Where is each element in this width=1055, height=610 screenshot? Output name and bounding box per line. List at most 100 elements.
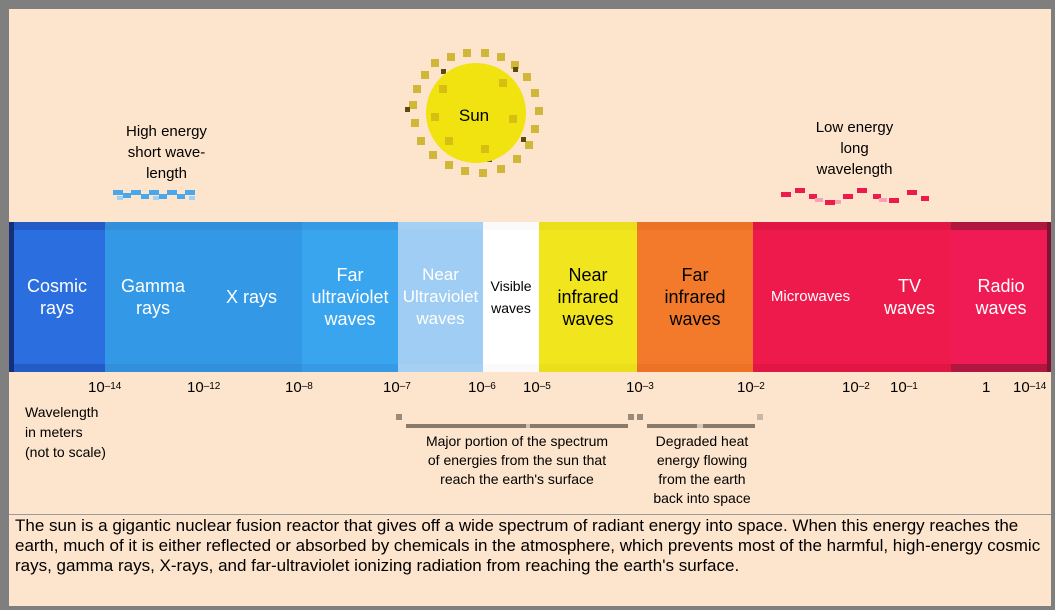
degraded-line4: back into space bbox=[653, 490, 751, 506]
band-microwaves-bottom-edge bbox=[753, 364, 868, 372]
band-far-uv-top-edge bbox=[302, 222, 398, 230]
band-cosmic-top-edge bbox=[9, 222, 105, 230]
band-label-near-ir-line: infrared bbox=[557, 287, 619, 307]
tick-label: 10–7 bbox=[383, 379, 411, 396]
tick-base: 10 bbox=[88, 379, 105, 396]
band-label-microwaves-line: Microwaves bbox=[770, 288, 851, 305]
sun-label: Sun bbox=[458, 106, 490, 125]
tick-label: 10–6 bbox=[468, 379, 496, 396]
low-energy-line3: wavelength bbox=[816, 161, 893, 178]
band-label-xray: X rays bbox=[201, 222, 302, 372]
tick-exponent: –8 bbox=[301, 381, 313, 392]
caption: The sun is a gigantic nuclear fusion rea… bbox=[15, 516, 1041, 575]
band-label-gamma-line: rays bbox=[135, 298, 170, 318]
band-label-far-ir-line: infrared bbox=[664, 287, 726, 307]
tick-exponent: –2 bbox=[858, 381, 870, 392]
band-label-near-ir-line: Near bbox=[568, 265, 608, 285]
spectrum-figure: Sun High energy short wave- length Low e… bbox=[9, 9, 1051, 606]
band-near-ir-top-edge bbox=[539, 222, 637, 230]
band-label-visible-line: Visible bbox=[490, 278, 532, 294]
tick-label: 10–2 bbox=[842, 379, 870, 396]
high-energy-line1: High energy bbox=[126, 123, 207, 140]
major-portion-bracket bbox=[396, 414, 634, 428]
tick-exponent: –3 bbox=[642, 381, 654, 392]
degraded-line2: energy flowing bbox=[656, 452, 748, 468]
tick-base: 10 bbox=[737, 379, 754, 396]
tick-label: 10–3 bbox=[626, 379, 654, 396]
wavelength-note-line3: (not to scale) bbox=[25, 444, 106, 460]
tick-base: 10 bbox=[187, 379, 204, 396]
tick-label: 10–14 bbox=[88, 379, 121, 396]
band-label-microwaves: Microwaves bbox=[753, 222, 868, 372]
band-xray-top-edge bbox=[201, 222, 302, 230]
degraded-heat-text: Degraded heat energy flowing from the ea… bbox=[641, 432, 763, 508]
band-radio-bottom-edge bbox=[951, 364, 1051, 372]
wavelength-note-line2: in meters bbox=[25, 424, 83, 440]
tick-label: 10–8 bbox=[285, 379, 313, 396]
band-microwaves-top-edge bbox=[753, 222, 868, 230]
band-label-tv-line: waves bbox=[883, 298, 936, 318]
band-visible-bottom-edge bbox=[483, 364, 539, 372]
band-tv-top-edge bbox=[868, 222, 951, 230]
tick-base: 10 bbox=[1013, 379, 1030, 396]
tick-exponent: –2 bbox=[753, 381, 765, 392]
band-label-near-uv-line: waves bbox=[416, 309, 465, 328]
band-label-xray-line: X rays bbox=[225, 287, 277, 307]
degraded-heat-bracket bbox=[637, 414, 763, 428]
band-cosmic-bottom-edge bbox=[9, 364, 105, 372]
band-label-far-uv-line: Far bbox=[336, 265, 364, 285]
tick-label: 10–14 bbox=[1013, 379, 1046, 396]
band-near-uv-bottom-edge bbox=[398, 364, 483, 372]
high-energy-line3: length bbox=[146, 165, 187, 182]
degraded-line3: from the earth bbox=[658, 471, 746, 487]
tick-base: 1 bbox=[982, 379, 991, 396]
band-near-uv-top-edge bbox=[398, 222, 483, 230]
tick-base: 10 bbox=[842, 379, 859, 396]
band-label-far-ir-line: Far bbox=[681, 265, 709, 285]
low-energy-line1: Low energy bbox=[815, 119, 894, 136]
tick-exponent: –6 bbox=[484, 381, 496, 392]
low-energy-label: Low energy long wavelength bbox=[787, 117, 922, 180]
band-right-edge bbox=[1047, 222, 1051, 372]
wavelength-note-line1: Wavelength bbox=[25, 404, 99, 420]
band-label-gamma-line: Gamma bbox=[120, 276, 185, 296]
tick-exponent: –1 bbox=[906, 381, 918, 392]
tick-base: 10 bbox=[468, 379, 485, 396]
band-gamma-top-edge bbox=[105, 222, 201, 230]
tick-exponent: –14 bbox=[1029, 381, 1047, 392]
tick-label: 10–1 bbox=[890, 379, 918, 396]
tick-label: 10–12 bbox=[187, 379, 220, 396]
wavelength-note: Wavelength in meters (not to scale) bbox=[25, 402, 106, 462]
tick-base: 10 bbox=[626, 379, 643, 396]
band-xray-bottom-edge bbox=[201, 364, 302, 372]
tick-label: 1 bbox=[982, 379, 990, 396]
band-tv-bottom-edge bbox=[868, 364, 951, 372]
sun-icon bbox=[405, 49, 543, 177]
band-label-cosmic-line: Cosmic bbox=[26, 276, 87, 296]
tick-base: 10 bbox=[285, 379, 302, 396]
band-label-tv-line: TV bbox=[897, 276, 921, 296]
band-label-far-uv-line: ultraviolet bbox=[311, 287, 389, 307]
caption-divider bbox=[9, 514, 1051, 515]
band-label-cosmic-line: rays bbox=[39, 298, 74, 318]
major-portion-text: Major portion of the spectrum of energie… bbox=[402, 432, 632, 489]
degraded-line1: Degraded heat bbox=[655, 433, 749, 449]
tick-exponent: –7 bbox=[399, 381, 411, 392]
band-label-near-uv-line: Ultraviolet bbox=[402, 287, 479, 306]
low-energy-line2: long bbox=[840, 140, 869, 157]
high-energy-line2: short wave- bbox=[127, 144, 206, 161]
